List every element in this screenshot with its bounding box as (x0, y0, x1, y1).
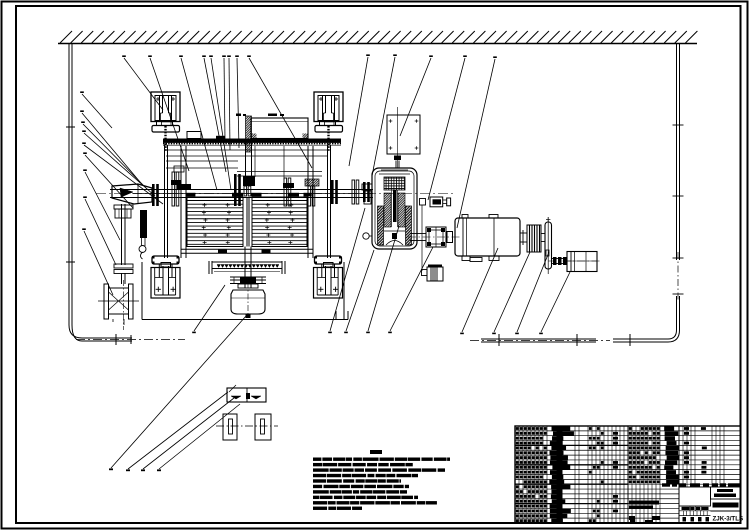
svg-text:ZJK-3/TLS: ZJK-3/TLS (713, 516, 744, 523)
